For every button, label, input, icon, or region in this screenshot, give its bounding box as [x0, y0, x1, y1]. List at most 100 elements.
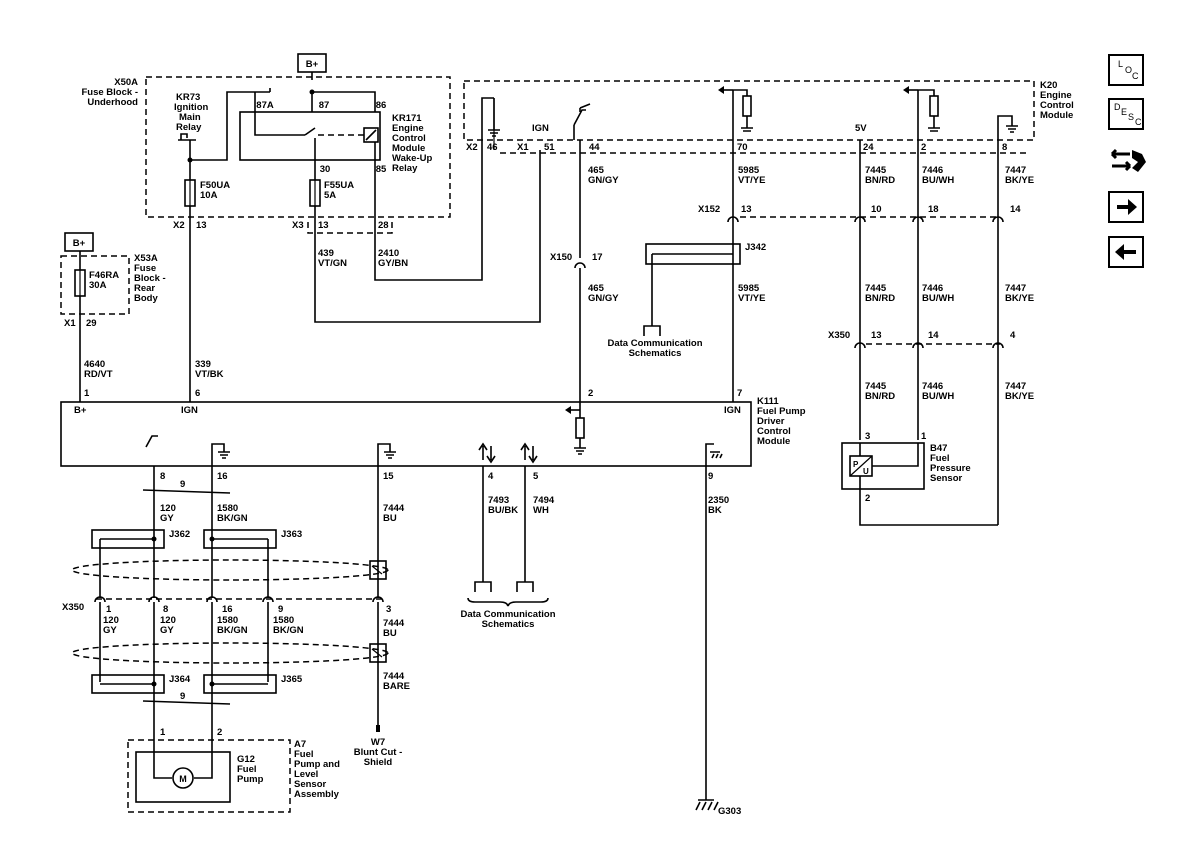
x2-label: X2: [173, 220, 185, 231]
x3-pin-28: 28: [378, 220, 389, 231]
wire-7445-number-low: 7445: [865, 381, 887, 392]
x50a-fuse-block-outline: [145, 76, 451, 218]
x350-pin-16-connector: [206, 596, 218, 603]
k111-pin-9: 9: [708, 471, 713, 482]
a7-pin-2: 2: [217, 727, 222, 738]
j363-splice: [203, 529, 277, 549]
wire-2410: [374, 97, 494, 281]
x53a-label: X53A: [134, 253, 158, 264]
a7-label: A7: [294, 739, 306, 750]
pin-85: 85: [376, 164, 387, 175]
ecm-pin-2: 2: [921, 142, 926, 153]
k111-pin-6: 6: [195, 388, 200, 399]
shield-drain-diag: [371, 648, 383, 658]
b47-ground-wire: [859, 476, 998, 526]
ecm-ground-8: [997, 115, 1018, 140]
loc-letter: C: [1132, 71, 1139, 81]
wire-7447-color-low: BK/YE: [1005, 391, 1034, 402]
connector-view-icon: [1110, 148, 1146, 172]
j364-node: [151, 681, 157, 687]
desc-letter: S: [1128, 112, 1135, 122]
kr171-top-wires: [254, 88, 376, 136]
kr73-relay-contact: [178, 133, 196, 141]
j363-node: [209, 536, 215, 542]
k20-desc: Control: [1040, 100, 1074, 111]
next-page-button[interactable]: [1108, 191, 1144, 223]
ecm-pin-46: 46: [487, 142, 498, 153]
ecm-ign-switch-icon: [579, 103, 591, 112]
x50a-desc: Fuse Block -: [82, 87, 139, 98]
wire-4640-color: RD/VT: [84, 369, 113, 380]
f50ua-label: F50UA: [200, 180, 230, 191]
pressure-p: P: [853, 460, 859, 469]
wire-1580-number: 1580: [217, 503, 238, 514]
k20-ecm-outline: [463, 80, 1035, 141]
desc-letter: E: [1121, 107, 1128, 117]
k20-desc: Module: [1040, 110, 1073, 121]
k111-ign-label-right: IGN: [724, 405, 741, 416]
x350-pin-9: 9: [278, 604, 283, 615]
k111-resistor-wires: [574, 402, 586, 455]
k20-desc: Engine: [1040, 90, 1072, 101]
x350-pin-13-connector: [854, 342, 866, 349]
x350-pin-14: 14: [928, 330, 939, 341]
j364-splice: [91, 674, 165, 694]
location-button[interactable]: L O C: [1108, 54, 1144, 86]
description-button[interactable]: D E S C: [1108, 98, 1144, 130]
a7-desc: Pump and: [294, 759, 340, 770]
wire-2350-number: 2350: [708, 495, 729, 506]
x50a-desc: Underhood: [87, 97, 138, 108]
twisted-pair-9-lower: 9: [180, 691, 185, 702]
kr171-coil-diag: [365, 129, 377, 141]
resistor-70: [742, 95, 752, 117]
x350-upper-label: X350: [828, 330, 850, 341]
desc-letter: C: [1135, 117, 1142, 127]
b47-pin-3: 3: [865, 431, 870, 442]
k111-switch-icon: [145, 435, 158, 448]
b47-desc: Pressure: [930, 463, 971, 474]
wire-339-color: VT/BK: [195, 369, 224, 380]
x150-label: X150: [550, 252, 572, 263]
data-bidirectional-icon: [478, 442, 496, 464]
wire-7446-color: BU/WH: [922, 175, 954, 186]
wire-7446-number-mid: 7446: [922, 283, 943, 294]
ecm-x2-label: X2: [466, 142, 478, 153]
x152-pin-18-connector: [912, 216, 924, 223]
x350-pin-16: 16: [222, 604, 233, 615]
x50a-label: X50A: [114, 77, 138, 88]
x150-connector: [574, 262, 586, 269]
wire-7446-color-low: BU/WH: [922, 391, 954, 402]
g12-motor-wires: [153, 732, 213, 779]
desc-letter: D: [1114, 102, 1121, 112]
motor-icon: [172, 767, 194, 789]
wire-7445-number: 7445: [865, 165, 887, 176]
kr73-desc: Relay: [176, 122, 202, 133]
twisted-pair-upper: [142, 489, 231, 494]
wire-7494-color: WH: [533, 505, 549, 516]
wire-7444-color: BU: [383, 513, 397, 524]
twisted-pair-lower: [142, 700, 231, 705]
j363-label: J363: [281, 529, 302, 540]
wire-7493-color: BU/BK: [488, 505, 518, 516]
shield-oval-lower: [71, 642, 389, 664]
x2-pin-13: 13: [196, 220, 207, 231]
shield-drain-upper: [369, 560, 387, 580]
wire-465-number: 465: [588, 165, 605, 176]
x350-pin-8: 8: [163, 604, 168, 615]
pin-86: 86: [376, 100, 387, 111]
b47-pin-2: 2: [865, 493, 870, 504]
k111-pin-7: 7: [737, 388, 742, 399]
x1-pin-29: 29: [86, 318, 97, 329]
x1-label: X1: [64, 318, 76, 329]
connector-view-button[interactable]: [1108, 144, 1148, 180]
data-comm-label-top: Data Communication: [607, 338, 702, 349]
data-comm-connectors: [474, 581, 534, 592]
data-bidirectional-icon: [520, 442, 538, 464]
wire-7444-bare-color: BARE: [383, 681, 410, 692]
arrow-left-icon: [1115, 244, 1136, 260]
wire-7493-number: 7493: [488, 495, 509, 506]
kr73-label: KR73: [176, 92, 200, 103]
k111-desc: Module: [757, 436, 790, 447]
j342-data-comm-wire: [643, 254, 661, 336]
previous-page-button[interactable]: [1108, 236, 1144, 268]
